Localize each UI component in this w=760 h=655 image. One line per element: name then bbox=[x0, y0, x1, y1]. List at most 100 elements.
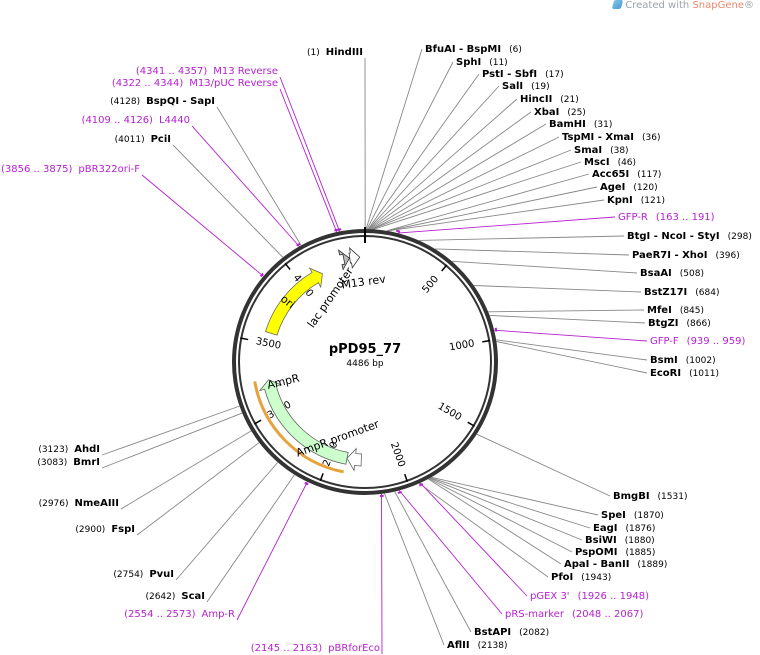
site-label-pcii[interactable]: (4011)PciI bbox=[115, 134, 171, 145]
site-label-bsiwi[interactable]: BsiWI(1880) bbox=[585, 535, 655, 546]
leader-bsmi bbox=[496, 339, 648, 361]
site-label-nmeaiii[interactable]: (2976)NmeAIII bbox=[39, 498, 119, 509]
tick-label-3500: 3500 bbox=[255, 336, 282, 352]
site-label-pvui[interactable]: (2754)PvuI bbox=[113, 569, 174, 580]
leader-pvui bbox=[175, 462, 279, 581]
leader-bfuai-bspmi bbox=[365, 48, 423, 230]
site-label-prs-marker[interactable]: pRS-marker(2048 .. 2067) bbox=[505, 609, 643, 620]
leader-bsiwi bbox=[429, 477, 583, 541]
leader-tspmi-xmai bbox=[371, 136, 560, 230]
site-label-bspqi-sapi[interactable]: (4128)BspQI - SapI bbox=[110, 96, 215, 107]
leader-nmeaiii bbox=[120, 430, 252, 510]
lac-promoter-feature[interactable] bbox=[348, 247, 361, 269]
primer-mark-m13-puc-reverse bbox=[334, 228, 339, 232]
site-label-ecori[interactable]: EcoRI(1011) bbox=[650, 368, 719, 379]
site-label-msci[interactable]: MscI(46) bbox=[584, 157, 636, 168]
site-label-l4440[interactable]: (4109 .. 4126)L4440 bbox=[82, 115, 190, 126]
site-label-sphi[interactable]: SphI(11) bbox=[456, 57, 508, 68]
ampr-promoter-arrow[interactable] bbox=[346, 447, 362, 472]
leader-btgi-ncoi-styi bbox=[418, 235, 625, 241]
site-label-fspi[interactable]: (2900)FspI bbox=[75, 524, 135, 535]
site-label-acc65i[interactable]: Acc65I(117) bbox=[592, 169, 661, 180]
leader-xbai bbox=[369, 111, 532, 230]
site-label-gfp-r[interactable]: GFP-R(163 .. 191) bbox=[618, 212, 715, 223]
site-label-sali[interactable]: SalI(19) bbox=[502, 81, 550, 92]
plasmid-length: 4486 bp bbox=[346, 359, 383, 369]
site-label-scai[interactable]: (2642)ScaI bbox=[145, 591, 205, 602]
site-label-bmgbi[interactable]: BmgBI(1531) bbox=[613, 491, 687, 502]
site-label-btgzi[interactable]: BtgZI(866) bbox=[648, 318, 711, 329]
site-labels: BfuAI - BspMI(6)SphI(11)PstI - SbfI(17)S… bbox=[1, 44, 752, 654]
tick-label-1500: 1500 bbox=[436, 401, 464, 423]
leader-bmri bbox=[101, 412, 243, 469]
site-label-bmri[interactable]: (3083)BmrI bbox=[37, 457, 100, 468]
leader-kpni bbox=[387, 199, 605, 232]
primer-mark-amp-r bbox=[304, 481, 309, 486]
site-label-paer7i-xhoi[interactable]: PaeR7I - XhoI(396) bbox=[632, 250, 740, 261]
site-label-hindiii[interactable]: (1)HindIII bbox=[307, 47, 363, 58]
leader-ahdi bbox=[101, 405, 240, 456]
primer-mark-gfp-f bbox=[494, 327, 498, 332]
site-label-pgex-3[interactable]: pGEX 3'(1926 .. 1948) bbox=[530, 591, 649, 602]
site-label-aflii[interactable]: AflII(2138) bbox=[447, 640, 508, 651]
m13-rev-label: M13 rev bbox=[341, 272, 387, 291]
site-label-eagi[interactable]: EagI(1876) bbox=[593, 523, 655, 534]
leader-pgex-3 bbox=[419, 482, 528, 597]
site-label-amp-r[interactable]: (2554 .. 2573)Amp-R bbox=[124, 609, 235, 620]
tick-1000 bbox=[482, 339, 491, 343]
leader-aflii bbox=[384, 493, 445, 646]
site-label-hincii[interactable]: HincII(21) bbox=[520, 94, 579, 105]
tick-2000 bbox=[404, 473, 409, 482]
site-label-smai[interactable]: SmaI(38) bbox=[574, 145, 629, 156]
primer-mark-prs-marker bbox=[397, 490, 402, 494]
leader-scai bbox=[206, 474, 295, 603]
leader-hincii bbox=[368, 98, 518, 230]
ampr-label: AmpR bbox=[266, 372, 301, 392]
m13-rev-feature[interactable] bbox=[337, 249, 350, 271]
leader-bmgbi bbox=[476, 433, 611, 497]
site-label-btgi-ncoi-styi[interactable]: BtgI - NcoI - StyI(298) bbox=[627, 231, 752, 242]
leader-gfp-f bbox=[494, 329, 648, 342]
site-label-pspomi[interactable]: PspOMI(1885) bbox=[575, 547, 655, 558]
site-label-bsaai[interactable]: BsaAI(508) bbox=[640, 268, 704, 279]
leader-paer7i-xhoi bbox=[435, 248, 630, 256]
leader-bamhi bbox=[370, 123, 547, 230]
primer-mark-gfp-r bbox=[396, 229, 401, 233]
site-label-m13-reverse[interactable]: (4341 .. 4357)M13 Reverse bbox=[136, 66, 278, 77]
site-label-tspmi-xmai[interactable]: TspMI - XmaI(36) bbox=[562, 132, 660, 143]
site-label-bamhi[interactable]: BamHI(31) bbox=[549, 119, 612, 130]
site-label-bstz17i[interactable]: BstZ17I(684) bbox=[644, 287, 719, 298]
leader-pbr322ori-f bbox=[141, 174, 264, 277]
leader-pspomi bbox=[428, 478, 573, 553]
ampr-feature-arrow[interactable] bbox=[258, 379, 349, 465]
site-label-bsmi[interactable]: BsmI(1002) bbox=[650, 355, 716, 366]
leader-m13-puc-reverse bbox=[279, 88, 338, 233]
site-label-m13-puc-reverse[interactable]: (4322 .. 4344)M13/pUC Reverse bbox=[112, 78, 278, 89]
tick-1500 bbox=[467, 421, 475, 427]
leader-eagi bbox=[430, 477, 591, 529]
tick-label-2000: 2000 bbox=[388, 441, 407, 469]
site-label-psti-sbfi[interactable]: PstI - SbfI(17) bbox=[482, 69, 564, 80]
site-label-mfei[interactable]: MfeI(845) bbox=[647, 305, 704, 316]
site-label-gfp-f[interactable]: GFP-F(939 .. 959) bbox=[650, 336, 745, 347]
site-label-pbr322ori-f[interactable]: (3856 .. 3875)pBR322ori-F bbox=[1, 164, 140, 175]
plasmid-name: pPD95_77 bbox=[329, 342, 401, 357]
site-label-pfoi[interactable]: PfoI(1943) bbox=[551, 572, 611, 583]
ampr-primer-arc bbox=[253, 381, 344, 474]
leader-apai-banii bbox=[428, 478, 562, 565]
leader-acc65i bbox=[386, 173, 590, 232]
site-label-bstapi[interactable]: BstAPI(2082) bbox=[474, 627, 549, 638]
site-label-apai-banii[interactable]: ApaI - BanII(1889) bbox=[564, 559, 667, 570]
site-label-bfuai-bspmi[interactable]: BfuAI - BspMI(6) bbox=[425, 44, 522, 55]
site-label-xbai[interactable]: XbaI(25) bbox=[534, 107, 586, 118]
site-label-spei[interactable]: SpeI(1870) bbox=[601, 510, 664, 521]
site-label-pbrforeco[interactable]: (2145 .. 2163)pBRforEco bbox=[251, 643, 380, 654]
site-label-ahdi[interactable]: (3123)AhdI bbox=[38, 444, 100, 455]
tick-500 bbox=[441, 264, 448, 272]
ori-feature-arrow[interactable] bbox=[265, 267, 323, 336]
leader-prs-marker bbox=[398, 490, 503, 615]
site-label-kpni[interactable]: KpnI(121) bbox=[607, 195, 665, 206]
leader-sali bbox=[368, 85, 500, 230]
site-label-agei[interactable]: AgeI(120) bbox=[600, 182, 658, 193]
